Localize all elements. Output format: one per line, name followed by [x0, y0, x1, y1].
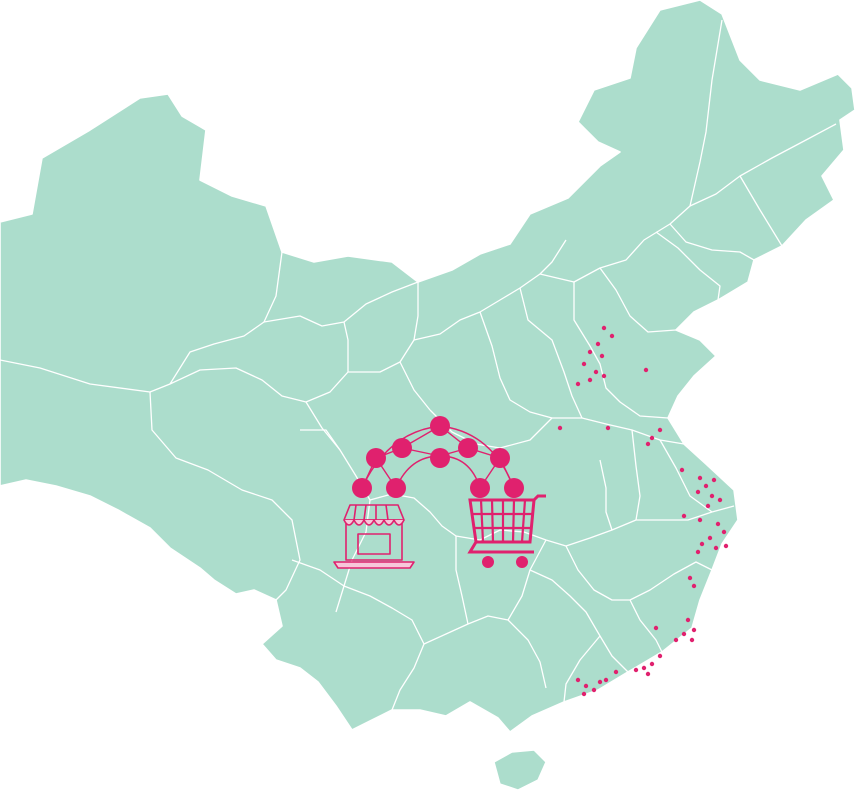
- location-marker: [679, 467, 685, 473]
- location-marker: [657, 427, 663, 433]
- location-marker: [645, 441, 651, 447]
- network-node: [430, 448, 450, 468]
- location-marker: [593, 369, 599, 375]
- location-marker: [603, 677, 609, 683]
- network-node: [458, 438, 478, 458]
- location-marker: [653, 625, 659, 631]
- location-marker: [699, 541, 705, 547]
- location-marker: [687, 575, 693, 581]
- hainan-island-shape: [493, 749, 547, 791]
- location-marker: [609, 333, 615, 339]
- location-marker: [691, 583, 697, 589]
- location-marker: [709, 493, 715, 499]
- location-marker: [685, 617, 691, 623]
- location-marker: [681, 513, 687, 519]
- network-node: [392, 438, 412, 458]
- location-marker: [721, 529, 727, 535]
- location-marker: [575, 677, 581, 683]
- location-marker: [649, 435, 655, 441]
- location-marker: [705, 503, 711, 509]
- shopping-cart-icon: [467, 494, 546, 568]
- location-marker: [681, 631, 687, 637]
- location-marker: [575, 381, 581, 387]
- location-marker: [707, 535, 713, 541]
- location-marker: [695, 549, 701, 555]
- network-node: [430, 416, 450, 436]
- location-marker: [657, 653, 663, 659]
- network-node: [470, 478, 490, 498]
- location-marker: [599, 353, 605, 359]
- location-marker: [703, 483, 709, 489]
- location-marker: [581, 691, 587, 697]
- location-marker: [689, 637, 695, 643]
- network-node: [490, 448, 510, 468]
- location-marker: [633, 667, 639, 673]
- location-marker: [645, 671, 651, 677]
- location-marker: [695, 489, 701, 495]
- location-marker: [713, 545, 719, 551]
- network-node: [386, 478, 406, 498]
- china-mainland-shape: [0, 0, 855, 733]
- network-node-icon: [352, 416, 524, 498]
- location-marker: [587, 377, 593, 383]
- location-marker: [601, 325, 607, 331]
- location-marker: [717, 497, 723, 503]
- location-marker: [583, 683, 589, 689]
- location-marker: [697, 475, 703, 481]
- location-marker: [597, 679, 603, 685]
- location-marker: [605, 425, 611, 431]
- location-marker: [697, 517, 703, 523]
- network-node: [352, 478, 372, 498]
- location-markers: [557, 325, 729, 697]
- location-marker: [691, 627, 697, 633]
- location-marker: [715, 521, 721, 527]
- location-marker: [649, 661, 655, 667]
- location-marker: [595, 341, 601, 347]
- location-marker: [711, 477, 717, 483]
- location-marker: [601, 373, 607, 379]
- location-marker: [557, 425, 563, 431]
- location-marker: [581, 361, 587, 367]
- location-marker: [643, 367, 649, 373]
- location-marker: [673, 637, 679, 643]
- network-node: [366, 448, 386, 468]
- location-marker: [723, 543, 729, 549]
- location-marker: [641, 665, 647, 671]
- location-marker: [613, 669, 619, 675]
- location-marker: [587, 349, 593, 355]
- location-marker: [591, 687, 597, 693]
- network-node: [504, 478, 524, 498]
- storefront-laptop-icon: [333, 504, 415, 569]
